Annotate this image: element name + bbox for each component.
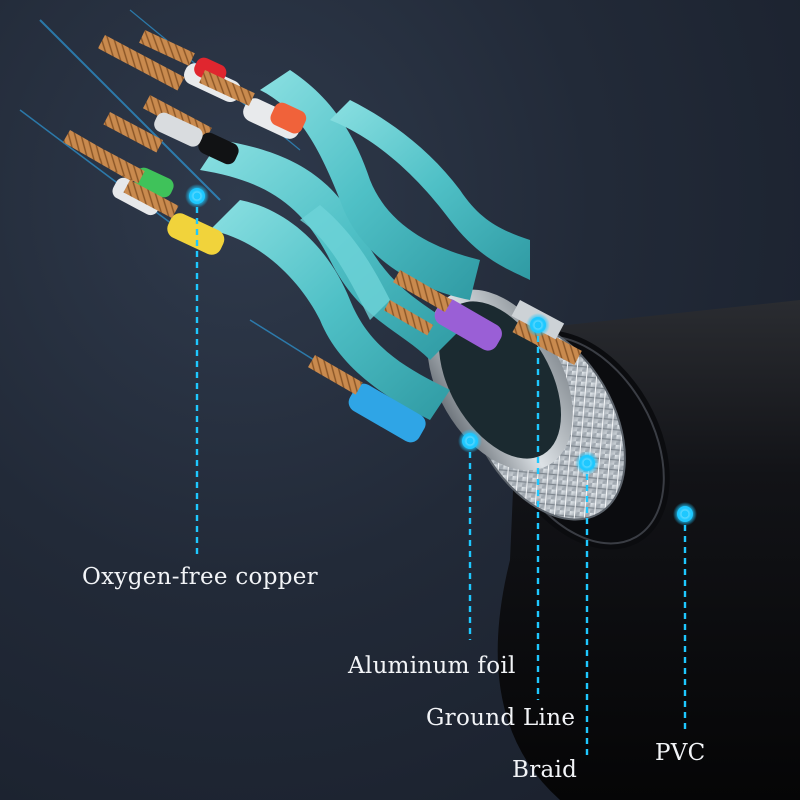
pvc-callout-dot	[673, 502, 697, 526]
conductor-black	[103, 112, 239, 165]
ground-callout-dot	[526, 313, 550, 337]
conductor-orange	[199, 70, 307, 139]
label-braid: Braid	[512, 757, 578, 783]
label-ground-line: Ground Line	[426, 705, 576, 731]
conductor-yellow	[123, 179, 225, 255]
copper-callout-dot	[185, 184, 209, 208]
braid-callout-dot	[575, 451, 599, 475]
conductors	[63, 30, 582, 443]
conductor-purple	[384, 270, 502, 351]
label-pvc: PVC	[655, 740, 706, 766]
label-aluminum-foil: Aluminum foil	[348, 653, 516, 679]
label-oxygen-free-copper: Oxygen-free copper	[82, 564, 318, 590]
callout-dots	[185, 184, 697, 526]
conductor-blue	[308, 355, 426, 443]
foil-callout-dot	[458, 429, 482, 453]
callout-lines	[195, 196, 687, 755]
